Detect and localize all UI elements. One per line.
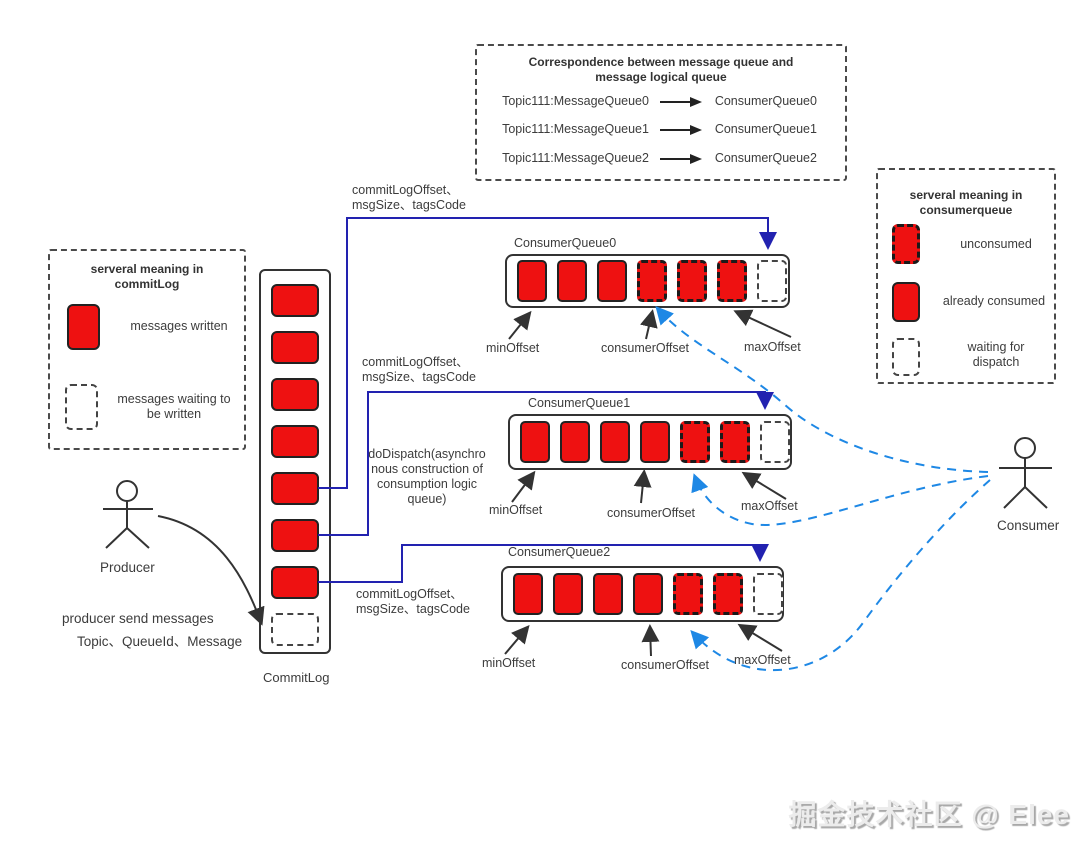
q1-consumer-offset-label: consumerOffset — [607, 506, 696, 520]
watermark: 掘金技术社区 @ Elee — [788, 799, 1070, 830]
queue2-title: ConsumerQueue2 — [508, 545, 611, 559]
message-block-unconsumed — [677, 260, 707, 302]
producer-note-2: Topic、QueueId、Message — [77, 634, 243, 649]
message-block-consumed — [520, 421, 550, 463]
commitlog-label: CommitLog — [263, 670, 330, 685]
legend-written-block — [67, 304, 100, 350]
legend-consumed-block — [892, 282, 920, 322]
q2-consumer-offset-label: consumerOffset — [621, 658, 710, 672]
commit-offset-info-2: commitLogOffset、 msgSize、tagsCode — [362, 355, 476, 384]
correspondence-row: Topic111:MessageQueue0 ConsumerQueue0 — [477, 94, 845, 109]
message-block-unconsumed — [637, 260, 667, 302]
correspondence-row: Topic111:MessageQueue2 ConsumerQueue2 — [477, 151, 845, 166]
message-block-written — [271, 425, 319, 458]
consumerqueue-legend-title: serveral meaning in consumerqueue — [909, 188, 1023, 217]
mapping-to: ConsumerQueue0 — [714, 94, 817, 108]
correspondence-box: Correspondence between message queue and… — [475, 44, 847, 181]
message-block-written — [271, 519, 319, 552]
message-block-consumed — [593, 573, 623, 615]
arrow-right-icon — [660, 124, 703, 135]
message-block-unconsumed — [673, 573, 703, 615]
consumer-queue-2 — [501, 566, 784, 622]
message-block-unconsumed — [713, 573, 743, 615]
mapping-to: ConsumerQueue1 — [714, 122, 817, 136]
message-block-consumed — [640, 421, 670, 463]
commitlog-legend-title: serveral meaning in commitLog — [90, 262, 204, 291]
mapping-from: Topic111:MessageQueue2 — [502, 151, 649, 165]
consumer-label: Consumer — [997, 518, 1060, 533]
producer-send-arrow — [157, 515, 265, 626]
offset-arrows-queue0 — [508, 309, 792, 340]
message-block-written — [271, 284, 319, 317]
correspondence-title: Correspondence between message queue and… — [528, 55, 794, 84]
legend-waiting-written-label: messages waiting to be written — [117, 392, 231, 421]
message-block-consumed — [557, 260, 587, 302]
queue0-title: ConsumerQueue0 — [514, 236, 617, 250]
producer-note-1: producer send messages — [62, 611, 214, 626]
consumer-figure — [999, 437, 1052, 509]
message-block-consumed — [517, 260, 547, 302]
q2-min-offset-label: minOffset — [482, 656, 536, 670]
message-block-waiting — [753, 573, 783, 615]
legend-unconsumed-label: unconsumed — [960, 237, 1032, 251]
message-block-unconsumed — [720, 421, 750, 463]
q0-min-offset-label: minOffset — [486, 341, 540, 355]
arrow-right-icon — [660, 96, 703, 107]
offset-arrows-queue2 — [504, 623, 783, 657]
consume-curve-queue1 — [691, 473, 989, 526]
commit-offset-info-1: commitLogOffset、 msgSize、tagsCode — [352, 183, 466, 212]
consumerqueue-legend: serveral meaning in consumerqueue uncons… — [876, 168, 1056, 384]
message-block-waiting — [271, 613, 319, 646]
legend-waiting-label: waiting for dispatch — [967, 340, 1025, 369]
message-block-unconsumed — [717, 260, 747, 302]
q1-min-offset-label: minOffset — [489, 503, 543, 517]
message-block-written — [271, 331, 319, 364]
commitlog-legend: serveral meaning in commitLog messages w… — [48, 249, 246, 450]
message-block-consumed — [633, 573, 663, 615]
legend-written-label: messages written — [130, 319, 228, 333]
message-block-consumed — [600, 421, 630, 463]
commit-offset-info-3: commitLogOffset、 msgSize、tagsCode — [356, 587, 470, 616]
legend-waiting-block — [892, 338, 920, 376]
mapping-from: Topic111:MessageQueue0 — [502, 94, 649, 108]
message-block-written — [271, 566, 319, 599]
q1-max-offset-label: maxOffset — [741, 499, 798, 513]
commitlog-container — [259, 269, 331, 654]
message-block-consumed — [553, 573, 583, 615]
correspondence-row: Topic111:MessageQueue1 ConsumerQueue1 — [477, 122, 845, 137]
legend-waiting-written-block — [65, 384, 98, 430]
consumer-queue-0 — [505, 254, 790, 308]
mapping-to: ConsumerQueue2 — [714, 151, 817, 165]
message-block-written — [271, 378, 319, 411]
message-block-waiting — [757, 260, 787, 302]
q2-max-offset-label: maxOffset — [734, 653, 791, 667]
legend-consumed-label: already consumed — [942, 294, 1046, 308]
q0-max-offset-label: maxOffset — [744, 340, 801, 354]
mapping-from: Topic111:MessageQueue1 — [502, 122, 649, 136]
message-block-consumed — [513, 573, 543, 615]
arrow-right-icon — [660, 153, 703, 164]
message-block-consumed — [597, 260, 627, 302]
message-block-written — [271, 472, 319, 505]
producer-label: Producer — [100, 560, 155, 575]
do-dispatch-note: doDispatch(asynchro nous construction of… — [368, 447, 486, 506]
consumer-queue-1 — [508, 414, 792, 470]
message-block-unconsumed — [680, 421, 710, 463]
message-block-consumed — [560, 421, 590, 463]
legend-unconsumed-block — [892, 224, 920, 264]
message-block-waiting — [760, 421, 790, 463]
q0-consumer-offset-label: consumerOffset — [601, 341, 690, 355]
producer-figure — [103, 480, 153, 549]
queue1-title: ConsumerQueue1 — [528, 396, 631, 410]
